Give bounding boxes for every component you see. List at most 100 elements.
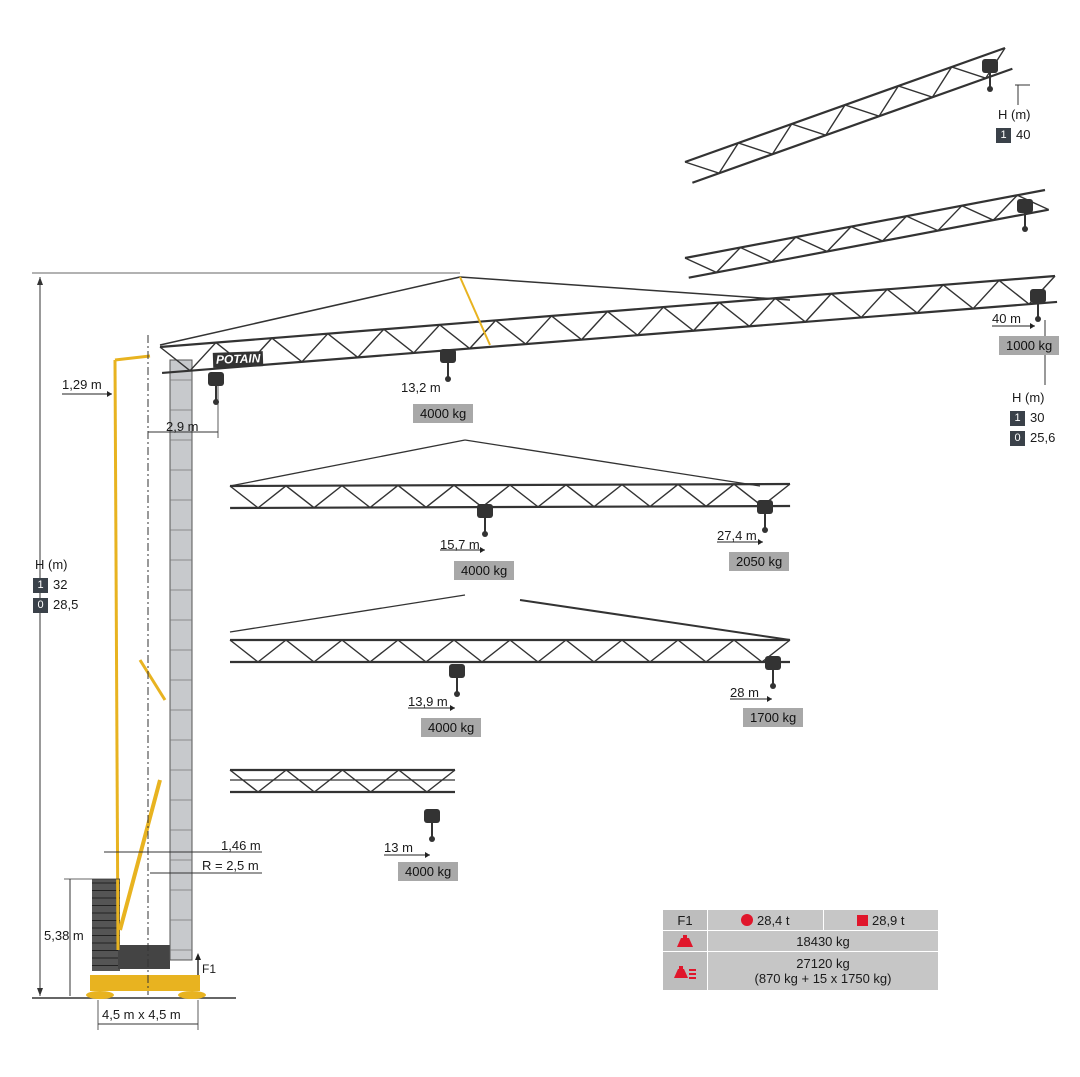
force-label: F1 [202,962,217,976]
outrigger-left [86,991,114,999]
crane-weight-icon [677,935,693,947]
main-height-block: H (m) 1 30 0 25,6 [1010,388,1055,448]
steep-jib-web [684,47,1006,175]
spec-table: F1 28,4 t 28,9 t 18430 kg [663,910,938,991]
weight-value: 18430 kg [796,934,850,949]
steep-jib-bottom-chord [692,67,1013,184]
upper-hook-hook [1022,226,1028,232]
ram-arm [118,779,162,931]
c28-upper-chord [519,599,791,641]
ballast-value: 27120 kg (870 kg + 15 x 1750 kg) [708,952,938,990]
slew-radius-label: R = 2,5 m [202,858,259,873]
main-tip-radius-dim-arrowhead [1030,323,1035,329]
crane-height-row-1: 1 32 [33,575,78,595]
crane-height-row-2: 0 28,5 [33,595,78,615]
config-badge: 1 [33,577,48,593]
height-value: 30 [1030,410,1045,425]
c28-tip-radius: 28 m [730,685,759,700]
force-arrowhead [195,953,201,960]
main-hook-tip-hook [1035,316,1041,322]
strut-top [114,354,151,362]
c274-hook-tip-hook [762,527,768,533]
config-badge: 0 [1010,430,1025,446]
c274-mid-load: 4000 kg [454,561,515,580]
c28-jib-web [229,639,791,663]
c28-mid-load: 4000 kg [421,718,482,737]
main-max-radius: 40 m [992,311,1021,326]
weight-row: 18430 kg [663,931,938,952]
main-hook-1-hook [213,399,219,405]
crane-lines [32,46,1058,1030]
height-value: 25,6 [1030,430,1056,445]
outrigger-right [178,991,206,999]
c28-mid-radius: 13,9 m [408,694,448,709]
c28-tip-load: 1700 kg [743,708,804,727]
weight-icon-cell [663,931,708,951]
erection-strut [113,359,120,951]
config-badge: 1 [1010,410,1025,426]
ballast-line-1: 27120 kg [796,956,850,971]
c28-hook-tip-trolley [765,656,781,670]
force-cell: F1 [663,910,708,930]
c13-jib-web [229,769,456,793]
config-badge: 1 [996,127,1011,143]
ballast-stack [92,879,120,971]
height-value: 32 [53,577,68,592]
main-hook-2-hook [445,376,451,382]
circle-red-icon [740,914,753,926]
c13-load: 4000 kg [398,862,459,881]
circle-load-value: 28,4 t [756,912,790,928]
main-mid-radius-load: 4000 kg [413,404,474,423]
square-load-cell: 28,9 t [824,910,939,930]
mast [169,359,193,961]
c274-tip-radius: 27,4 m [717,528,757,543]
c28-hook-mid-trolley [449,664,465,678]
square-load-value: 28,9 t [871,912,905,928]
ballast-weight-icon [674,966,696,979]
height-value: 40 [1016,127,1031,142]
crane-height-block: H (m) 1 32 0 28,5 [33,555,78,615]
upper-jib-top-chord [684,188,1046,260]
main-hook-2-trolley [440,349,456,363]
c274-hook-mid-hook [482,531,488,537]
circle-load-cell: 28,4 t [708,910,824,930]
main-hook-1-trolley [208,372,224,386]
offset-mast-label: 2,9 m [166,419,199,434]
main-max-radius-load: 1000 kg [999,336,1060,355]
steep-height-row-1: 1 40 [996,125,1031,145]
ram-top [138,659,167,701]
ballast-icon-cell [663,952,708,990]
main-height-label: H (m) [1012,390,1045,405]
upper-jib-web [684,194,1050,274]
c13-hook-hook [429,836,435,842]
steep-hook-hook [987,86,993,92]
chassis [90,975,200,991]
c274-tie-rear [229,439,466,487]
c28-hook-mid-hook [454,691,460,697]
main-height-row-1: 1 30 [1010,408,1055,428]
force-row: F1 28,4 t 28,9 t [663,910,938,931]
upper-hook-trolley [1017,199,1033,213]
brand-main: POTAIN [212,351,264,368]
square-red-icon [856,914,868,926]
c274-jib-bottom-chord [230,504,791,510]
main-tie-rear [159,276,461,346]
c274-mid-dim-arrowhead [480,547,485,553]
steep-hook-trolley [982,59,998,73]
c274-tie-front [464,439,761,487]
c274-jib-web [229,483,791,509]
c28-tip-dim-arrowhead [767,696,772,702]
steep-height-label: H (m) [998,107,1031,122]
c274-tip-load: 2050 kg [729,552,790,571]
main-hook-tip-trolley [1030,289,1046,303]
main-mid-radius: 13,2 m [401,380,441,395]
main-height-row-2: 0 25,6 [1010,428,1055,448]
ballast-line-2: (870 kg + 15 x 1750 kg) [754,971,892,986]
height-arrow-bottom [37,988,43,996]
c28-hook-tip-hook [770,683,776,689]
offset-top-dim-arrowhead [107,391,112,397]
main-tower-head [459,276,491,346]
ballast-offset-label: 1,46 m [221,838,261,853]
base-height-label: 5,38 m [44,928,84,943]
